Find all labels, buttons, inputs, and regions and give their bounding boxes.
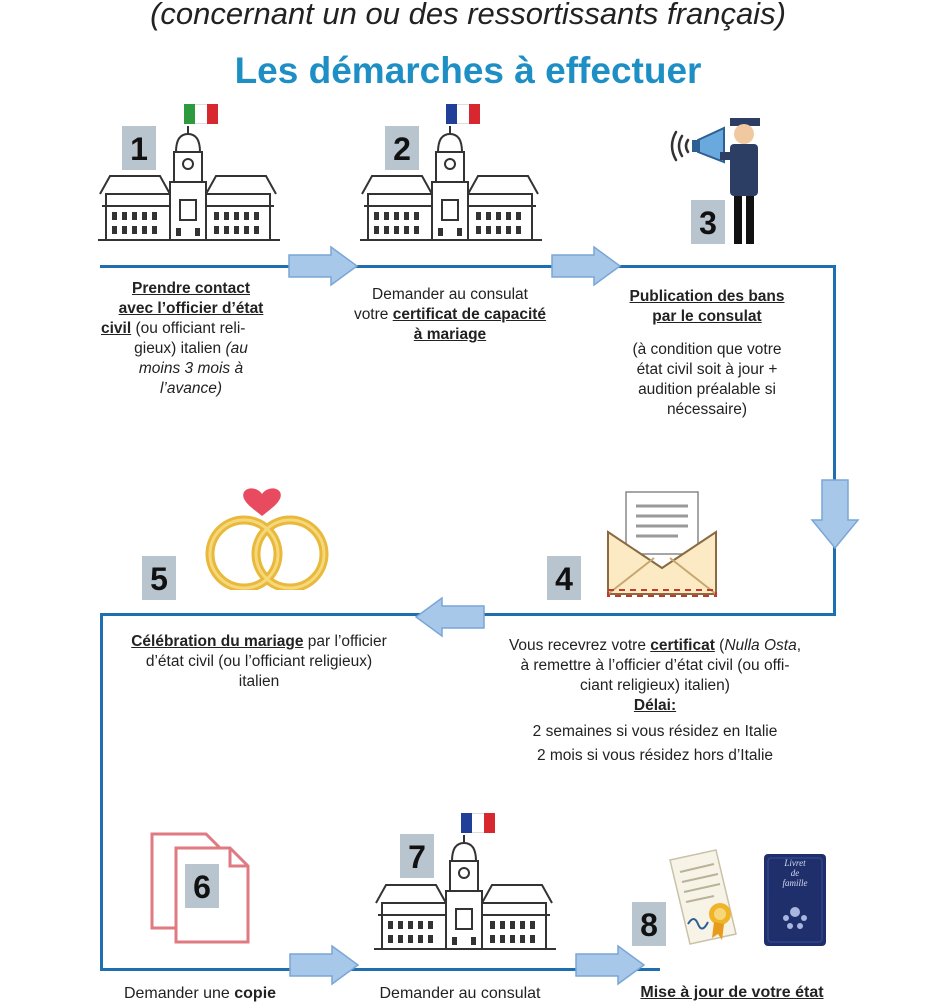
step-1-line-3: civil (ou officiant reli- bbox=[101, 320, 246, 337]
step-6-line-1: Demander une copie bbox=[123, 985, 277, 1002]
step-3-line-4: état civil soit à jour + bbox=[636, 361, 778, 378]
flow-line-right bbox=[833, 265, 836, 615]
step-4-line-3: ciant religieux) italien) bbox=[580, 677, 730, 694]
arrow-down-icon bbox=[810, 479, 860, 550]
step-3-text: Publication des bans par le consulat (à … bbox=[612, 287, 802, 420]
french-flag-icon bbox=[446, 104, 480, 124]
step-1-line-5: moins 3 mois à bbox=[138, 360, 244, 377]
envelope-icon bbox=[607, 491, 717, 597]
step-7-badge: 7 bbox=[400, 834, 434, 878]
step-4-text: Vous recevrez votre certificat (Nulla Os… bbox=[470, 636, 840, 766]
step-4-line-2: à remettre à l’officier d’état civil (ou… bbox=[520, 657, 790, 674]
step-5-line-1: Célébration du mariage par l’officier bbox=[131, 633, 387, 650]
step-7-line-1: Demander au consulat bbox=[379, 985, 541, 1002]
step-6-text: Demander une copie bbox=[100, 984, 300, 1004]
step-1-line-6: l’avance) bbox=[159, 380, 223, 397]
step-5-line-3: italien bbox=[238, 673, 280, 690]
step-5-badge: 5 bbox=[142, 556, 176, 600]
step-1-text: Prendre contact avec l’officier d’état c… bbox=[96, 279, 286, 399]
step-8-line-1: Mise à jour de votre état bbox=[640, 984, 824, 1001]
french-flag-icon bbox=[461, 813, 495, 833]
step-8-badge: 8 bbox=[632, 902, 666, 946]
step-3-line-3: (à condition que votre bbox=[632, 341, 782, 358]
step-3-line-1: Publication des bans bbox=[629, 288, 785, 305]
header-subtitle: (concernant un ou des ressortissants fra… bbox=[150, 0, 786, 31]
family-booklet-label: Livret de famille bbox=[782, 858, 808, 888]
italian-flag-icon bbox=[184, 104, 218, 124]
wedding-rings-icon bbox=[205, 488, 329, 590]
step-4-line-6: 2 mois si vous résidez hors d’Italie bbox=[536, 747, 774, 764]
step-2-text: Demander au consulat votre certificat de… bbox=[320, 285, 580, 345]
arrow-left-icon bbox=[414, 596, 485, 638]
arrow-right-icon bbox=[575, 944, 646, 986]
town-crier-icon bbox=[670, 118, 760, 244]
step-3-line-2: par le consulat bbox=[652, 308, 762, 325]
page-title: Les démarches à effectuer bbox=[234, 50, 702, 91]
arrow-right-icon bbox=[551, 245, 622, 287]
certificate-icon bbox=[669, 849, 737, 945]
step-4-line-4: Délai: bbox=[633, 697, 677, 714]
town-hall-icon bbox=[98, 126, 280, 241]
step-6-badge: 6 bbox=[185, 864, 219, 908]
flow-line-row1 bbox=[100, 265, 836, 268]
town-hall-icon bbox=[374, 835, 556, 950]
step-4-badge: 4 bbox=[547, 556, 581, 600]
step-5-text: Célébration du mariage par l’officier d’… bbox=[96, 632, 422, 692]
arrow-right-icon bbox=[289, 944, 360, 986]
step-2-line-2: votre certificat de capacité bbox=[353, 306, 547, 323]
step-1-badge: 1 bbox=[122, 126, 156, 170]
step-1-line-4: gieux) italien (au bbox=[134, 340, 248, 357]
step-7-text: Demander au consulat bbox=[340, 984, 580, 1004]
step-3-badge: 3 bbox=[691, 200, 725, 244]
step-1-line-1: Prendre contact bbox=[131, 280, 250, 297]
flow-line-row3 bbox=[100, 968, 660, 971]
step-8-text: Mise à jour de votre état bbox=[622, 983, 842, 1003]
family-booklet-icon bbox=[764, 854, 826, 946]
town-hall-icon bbox=[360, 126, 542, 241]
step-2-line-1: Demander au consulat bbox=[372, 286, 528, 303]
step-3-line-5: audition préalable si bbox=[638, 381, 776, 398]
step-2-badge: 2 bbox=[385, 126, 419, 170]
flow-line-left bbox=[100, 613, 103, 970]
step-5-line-2: d’état civil (ou l’officiant religieux) bbox=[145, 653, 373, 670]
step-4-line-1: Vous recevrez votre certificat (Nulla Os… bbox=[508, 637, 802, 654]
step-2-line-3: à mariage bbox=[413, 326, 487, 343]
arrow-right-icon bbox=[288, 245, 359, 287]
step-4-line-5: 2 semaines si vous résidez en Italie bbox=[532, 723, 778, 740]
step-1-line-2: avec l’officier d’état bbox=[118, 300, 264, 317]
step-3-line-6: nécessaire) bbox=[666, 401, 748, 418]
